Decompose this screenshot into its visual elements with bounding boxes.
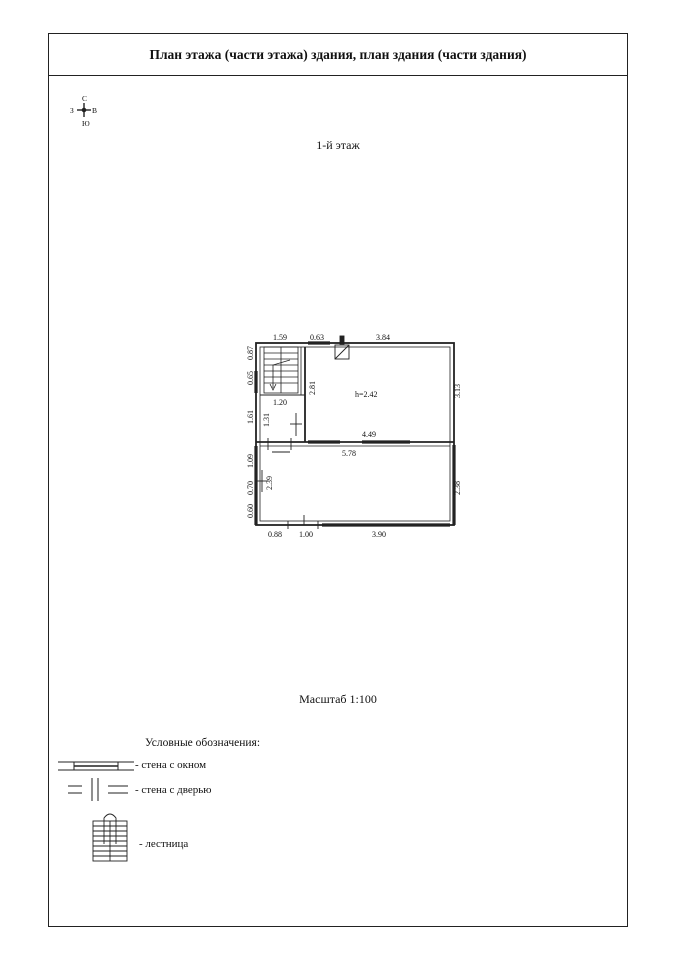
dim-top-right: 3.84 — [376, 333, 390, 342]
stove-symbol — [334, 335, 350, 360]
dim-left-060: 0.60 — [246, 504, 255, 518]
scale-label: Масштаб 1:100 — [299, 692, 377, 706]
page-title: План этажа (части этажа) здания, план зд… — [49, 34, 627, 76]
dim-left-087: 0.87 — [246, 346, 255, 360]
dim-inner-width: 4.49 — [362, 430, 376, 439]
window-markers — [254, 341, 456, 527]
legend-window-wall-icon — [58, 761, 134, 771]
dim-left-070: 0.70 — [246, 481, 255, 495]
compass-north: С — [82, 94, 87, 103]
dim-stair-width: 1.20 — [273, 398, 287, 407]
compass-west: З — [70, 106, 74, 115]
legend-title: Условные обозначения: — [145, 737, 261, 749]
outer-walls — [255, 342, 455, 526]
dim-bottom-mid: 1.00 — [299, 530, 313, 539]
legend-stairs-label: - лестница — [139, 838, 189, 850]
dim-inner-131: 1.31 — [262, 413, 271, 427]
room-height-label: h=2.42 — [355, 390, 378, 399]
drawing-frame: План этажа (части этажа) здания, план зд… — [48, 33, 628, 927]
compass-east: В — [92, 106, 97, 115]
compass-rose-icon — [77, 103, 91, 117]
dim-bottom-right: 3.90 — [372, 530, 386, 539]
compass-south: Ю — [82, 119, 90, 128]
floor-label: 1-й этаж — [316, 138, 360, 152]
dim-inner-239: 2.39 — [265, 476, 274, 490]
dim-mid-width: 5.78 — [342, 449, 356, 458]
interior-walls — [256, 347, 454, 447]
dim-right-313: 3.13 — [453, 384, 462, 398]
legend-door-wall-label: - стена с дверью — [135, 784, 212, 796]
legend-door-wall-icon — [68, 778, 128, 801]
dim-left-161: 1.61 — [246, 410, 255, 424]
door-markers — [256, 413, 319, 529]
dim-left-065: 0.65 — [246, 371, 255, 385]
dim-bottom-left: 0.88 — [268, 530, 282, 539]
dim-top-mid: 0.63 — [310, 333, 324, 342]
dim-right-238: 2.38 — [453, 481, 462, 495]
legend-stairs-icon — [92, 813, 128, 862]
legend-window-wall-label: - стена с окном — [135, 759, 207, 771]
dim-inner-281: 2.81 — [308, 381, 317, 395]
staircase — [263, 346, 299, 394]
dim-top-left: 1.59 — [273, 333, 287, 342]
dim-left-109: 1.09 — [246, 454, 255, 468]
